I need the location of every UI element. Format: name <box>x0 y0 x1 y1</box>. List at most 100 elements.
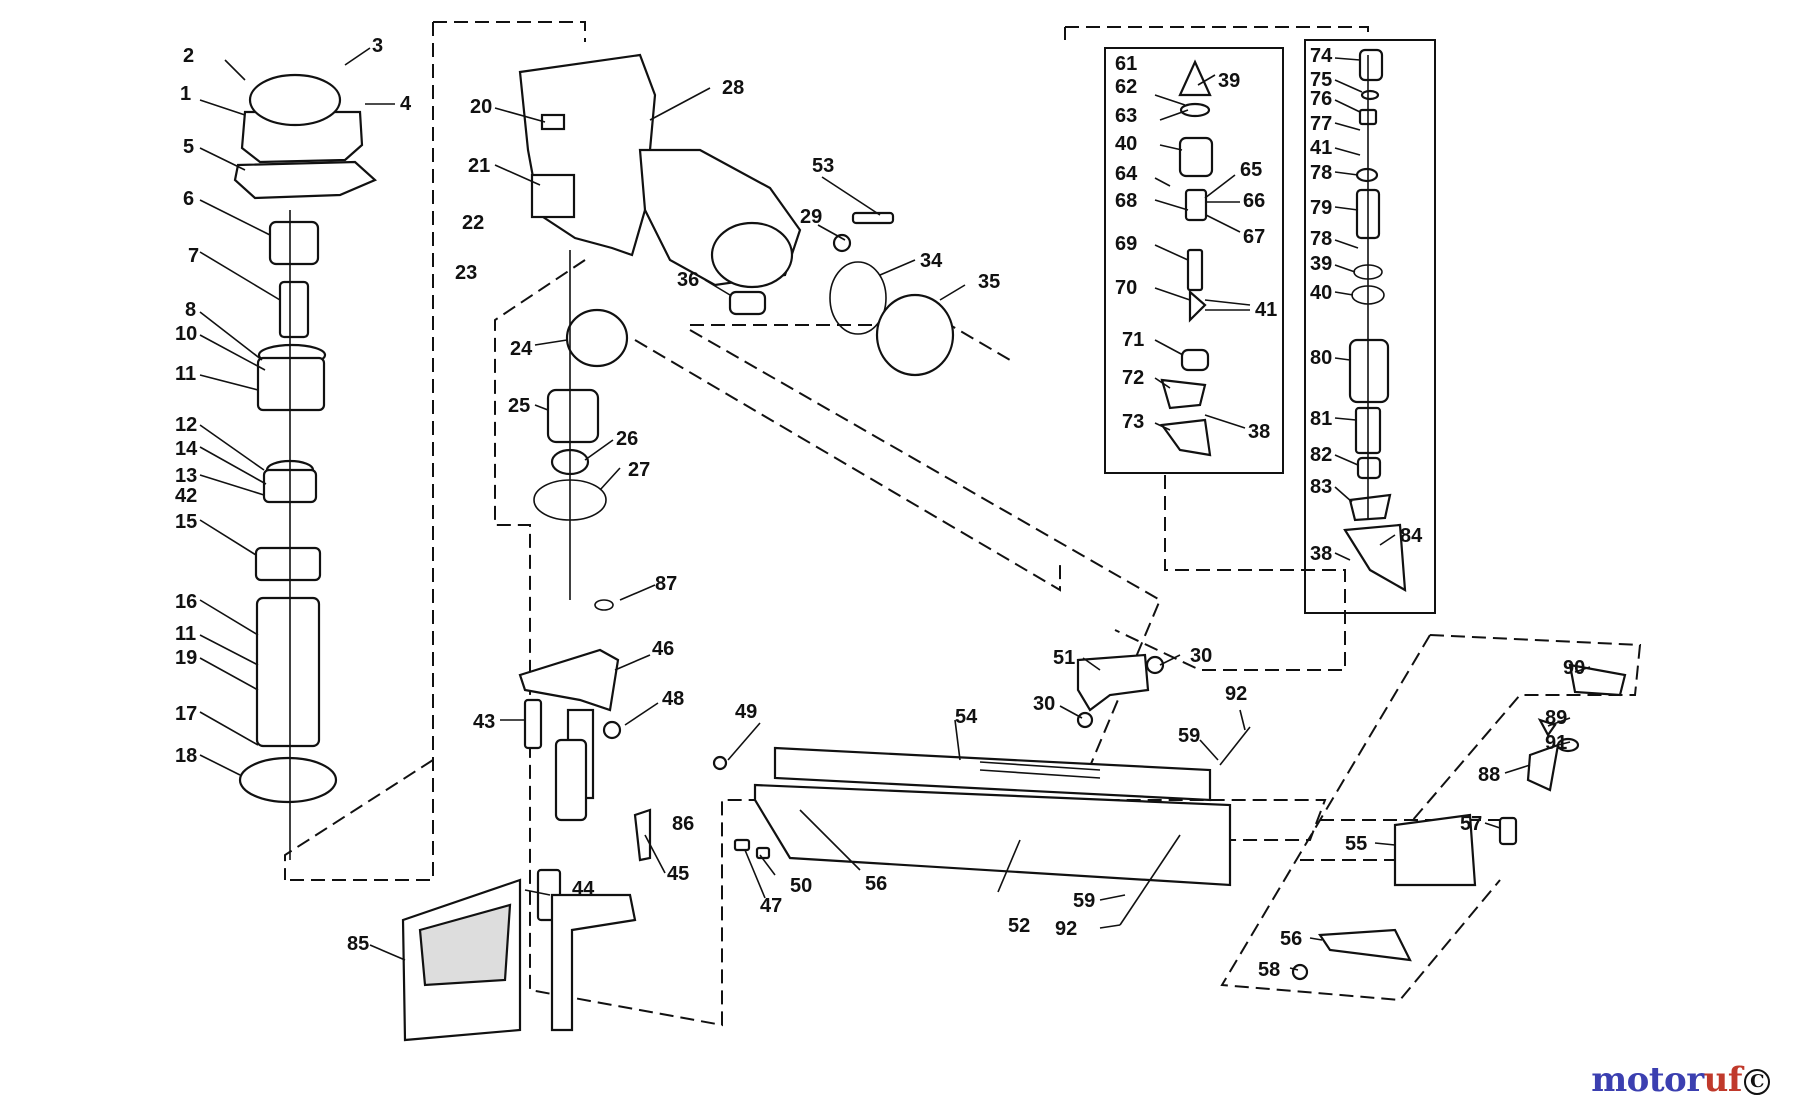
callout-label: 65 <box>1240 159 1262 181</box>
callout-label: 18 <box>175 745 197 767</box>
main-housing <box>518 53 802 289</box>
callout-label: 66 <box>1243 190 1265 212</box>
callout-label: 59 <box>1073 890 1095 912</box>
callout-label: 77 <box>1310 113 1332 135</box>
callout-label: 89 <box>1545 707 1567 729</box>
callout-label: 75 <box>1310 69 1332 91</box>
callout-label: 82 <box>1310 444 1332 466</box>
callout-label: 39 <box>1310 253 1332 275</box>
callout-label: 71 <box>1122 329 1144 351</box>
callout-label: 36 <box>677 269 699 291</box>
brand-watermark-accent: uf <box>1703 1060 1743 1100</box>
callout-label: 22 <box>462 212 484 234</box>
callout-label: 13 <box>175 465 197 487</box>
callout-label: 3 <box>372 35 383 57</box>
callout-label: 69 <box>1115 233 1137 255</box>
callout-label: 11 <box>175 623 196 645</box>
callout-label: 5 <box>183 136 194 158</box>
callout-label: 24 <box>510 338 533 360</box>
callout-label: 39 <box>1218 70 1240 92</box>
callout-label: 79 <box>1310 197 1332 219</box>
callout-label: 46 <box>652 638 674 660</box>
callout-label: 38 <box>1310 543 1332 565</box>
callout-label: 2 <box>183 45 194 67</box>
callout-label: 16 <box>175 591 197 613</box>
panel-box-right <box>1304 39 1436 614</box>
piston-set-24-27 <box>533 250 629 600</box>
callout-label: 90 <box>1563 657 1585 679</box>
callout-label: 59 <box>1178 725 1200 747</box>
callout-label: 11 <box>175 363 196 385</box>
callout-label: 76 <box>1310 88 1332 110</box>
callout-label: 42 <box>175 485 197 507</box>
callout-label: 74 <box>1310 45 1333 67</box>
callout-label: 91 <box>1545 732 1567 754</box>
callout-label: 50 <box>790 875 812 897</box>
callout-label: 10 <box>175 323 197 345</box>
callout-label: 38 <box>1248 421 1270 443</box>
brand-watermark-primary: motor <box>1591 1060 1704 1100</box>
callout-label: 26 <box>616 428 638 450</box>
valve-assembly-b <box>1343 48 1407 592</box>
callout-label: 56 <box>1280 928 1302 950</box>
callout-label: 41 <box>1255 299 1277 321</box>
callout-label: 35 <box>978 271 1000 293</box>
nose-assembly <box>401 599 652 1042</box>
callout-label: 67 <box>1243 226 1265 248</box>
callout-label: 57 <box>1460 813 1482 835</box>
callout-label: 51 <box>1053 647 1075 669</box>
callout-label: 30 <box>1033 693 1055 715</box>
callout-label: 84 <box>1400 525 1423 547</box>
callout-label: 88 <box>1478 764 1500 786</box>
left-cylinder-stack <box>233 73 378 860</box>
callout-label: 86 <box>672 813 694 835</box>
callout-label: 40 <box>1115 133 1137 155</box>
callout-label: 21 <box>468 155 490 177</box>
callout-label: 52 <box>1008 915 1030 937</box>
callout-label: 73 <box>1122 411 1144 433</box>
callout-label: 28 <box>722 77 744 99</box>
end-cap-assembly <box>1291 663 1627 981</box>
callout-label: 49 <box>735 701 757 723</box>
callout-label: 34 <box>920 250 943 272</box>
callout-label: 92 <box>1055 918 1077 940</box>
callout-label: 44 <box>572 878 595 900</box>
callout-label: 87 <box>655 573 677 595</box>
valve-assembly-a <box>1160 59 1214 457</box>
callout-label: 62 <box>1115 76 1137 98</box>
callout-label: 72 <box>1122 367 1144 389</box>
callout-labels: 1 2 3 4 5 6 7 8 10 11 12 14 13 42 15 16 … <box>175 35 1585 981</box>
callout-label: 92 <box>1225 683 1247 705</box>
callout-label: 53 <box>812 155 834 177</box>
callout-label: 8 <box>185 299 196 321</box>
callout-label: 83 <box>1310 476 1332 498</box>
callout-label: 64 <box>1115 163 1138 185</box>
callout-label: 43 <box>473 711 495 733</box>
panel-box-left <box>1104 47 1284 474</box>
callout-label: 45 <box>667 863 689 885</box>
callout-label: 80 <box>1310 347 1332 369</box>
callout-label: 14 <box>175 438 198 460</box>
callout-label: 25 <box>508 395 530 417</box>
callout-label: 85 <box>347 933 369 955</box>
callout-label: 29 <box>800 206 822 228</box>
callout-label: 4 <box>400 93 412 115</box>
callout-label: 20 <box>470 96 492 118</box>
callout-label: 54 <box>955 706 978 728</box>
callout-label: 78 <box>1310 162 1332 184</box>
callout-label: 17 <box>175 703 197 725</box>
callout-label: 48 <box>662 688 684 710</box>
callout-label: 70 <box>1115 277 1137 299</box>
callout-label: 56 <box>865 873 887 895</box>
callout-label: 15 <box>175 511 197 533</box>
callout-label: 47 <box>760 895 782 917</box>
callout-label: 68 <box>1115 190 1137 212</box>
callout-label: 81 <box>1310 408 1332 430</box>
callout-label: 58 <box>1258 959 1280 981</box>
callout-label: 19 <box>175 647 197 669</box>
fitting-29-36 <box>728 211 955 377</box>
callout-label: 27 <box>628 459 650 481</box>
callout-label: 78 <box>1310 228 1332 250</box>
leader-lines <box>199 47 1591 971</box>
